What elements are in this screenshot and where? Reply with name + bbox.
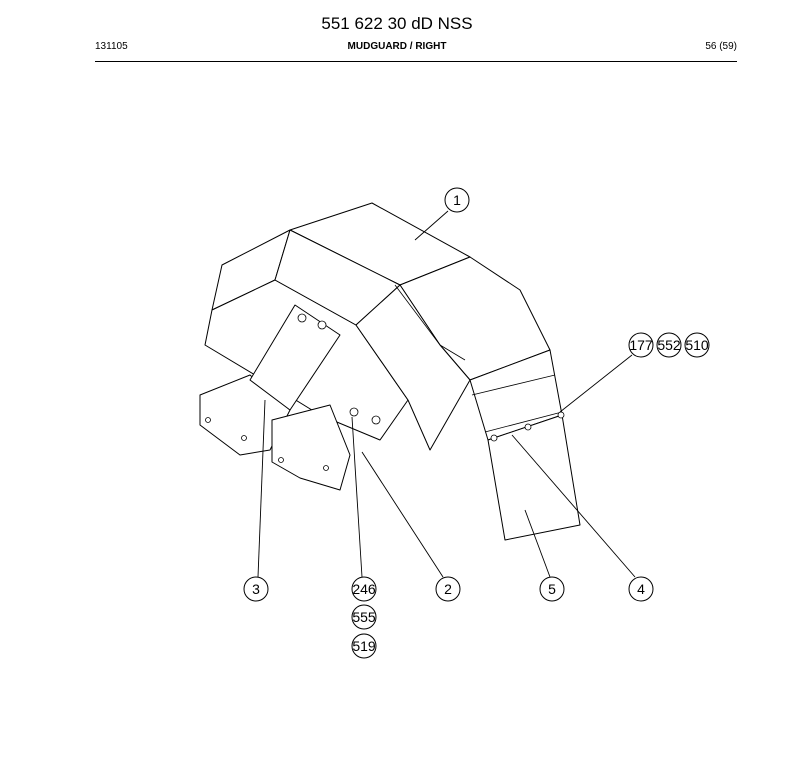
header-rule: [95, 61, 737, 62]
callout-519: 519: [352, 638, 376, 654]
document-title: 551 622 30 dD NSS: [321, 14, 473, 33]
center-bracket: [271, 404, 351, 491]
callout-246: 246: [352, 581, 376, 597]
mud-flap: [487, 414, 581, 541]
callout-circles: [243, 187, 710, 659]
detail-lines: [394, 284, 563, 433]
mudguard-body: [199, 202, 581, 541]
document-date: 131105: [95, 41, 128, 52]
callout-177: 177: [629, 337, 653, 353]
page-number: 56 (59): [705, 41, 737, 52]
section-title: MUDGUARD / RIGHT: [347, 41, 447, 52]
callout-4: 4: [637, 581, 645, 597]
support-arm: [249, 304, 341, 411]
callout-2: 2: [444, 581, 452, 597]
leader-lines: [257, 210, 636, 578]
callout-555: 555: [352, 609, 376, 625]
bolts: [205, 313, 565, 471]
callout-1: 1: [453, 192, 461, 208]
callout-5: 5: [548, 581, 556, 597]
callout-510: 510: [685, 337, 709, 353]
callout-552: 552: [657, 337, 681, 353]
callout-3: 3: [252, 581, 260, 597]
left-bracket: [199, 374, 291, 456]
